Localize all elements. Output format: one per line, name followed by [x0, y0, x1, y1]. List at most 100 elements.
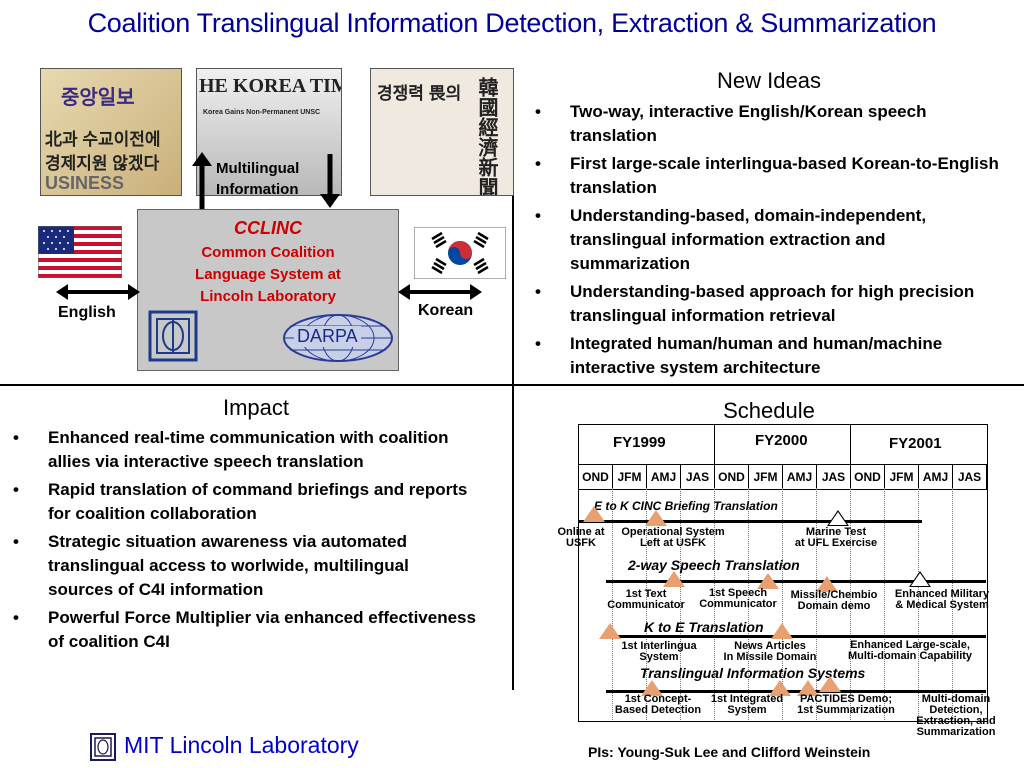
quarter-gridline [816, 488, 817, 720]
milestone-label: PACTIDES Demo;1st Summarization [797, 693, 895, 716]
footer-pis: PIs: Young-Suk Lee and Clifford Weinstei… [588, 744, 871, 760]
track-bar [606, 635, 986, 638]
impact-list: Enhanced real-time communication with co… [8, 426, 478, 658]
horizontal-divider-right [514, 384, 1024, 386]
quarter-gridline [850, 488, 851, 720]
newspaper-headline: USINESS [45, 173, 125, 193]
quarter-cell: JAS [952, 464, 987, 490]
quarter-gridline [952, 488, 953, 720]
quarter-cell: AMJ [782, 464, 817, 490]
milestone-label: 1st Concept-Based Detection [614, 693, 702, 716]
newspaper-photo-1: 중앙일보 北과 수교이전에 경제지원 않겠다 USINESS [40, 68, 182, 196]
milestone-marker [757, 573, 779, 589]
quarter-gridline [680, 488, 681, 720]
quarter-gridline [646, 488, 647, 720]
list-item: Strategic situation awareness via automa… [8, 530, 478, 602]
information-arrows [192, 152, 340, 210]
newspaper-headline: Korea Gains Non-Permanent UNSC [203, 109, 321, 116]
track-label: Translingual Information Systems [640, 665, 866, 681]
list-item: Integrated human/human and human/machine… [530, 332, 1010, 380]
schedule-chart [578, 424, 988, 722]
cclinc-name: CCLINC [234, 218, 302, 238]
impact-heading: Impact [222, 395, 290, 420]
quarter-gridline [612, 488, 613, 720]
milestone-marker [819, 676, 841, 692]
us-flag-icon [38, 226, 122, 278]
milestone-marker [797, 680, 819, 696]
track-bar [578, 520, 922, 523]
track-label: E to K CINC Briefing Translation [594, 499, 778, 513]
newspaper-headline: 北과 수교이전에 [45, 130, 161, 149]
track-label: K to E Translation [644, 619, 764, 635]
newspaper-headline: 경제지원 않겠다 [45, 154, 160, 173]
list-item: Understanding-based approach for high pr… [530, 280, 1010, 328]
milestone-marker [909, 571, 931, 587]
newspaper-photo-3: 경쟁력 畏의 韓國經濟新聞 [370, 68, 514, 196]
list-item: Two-way, interactive English/Korean spee… [530, 100, 1010, 148]
quarter-cell: AMJ [918, 464, 953, 490]
track-label: 2-way Speech Translation [628, 557, 800, 573]
list-item: Enhanced real-time communication with co… [8, 426, 478, 474]
list-item: Powerful Force Multiplier via enhanced e… [8, 606, 478, 654]
quarter-gridline [782, 488, 783, 720]
english-label: English [58, 304, 116, 321]
lincoln-lab-logo-icon [90, 733, 116, 761]
multilingual-label: Multilingual [216, 160, 300, 177]
milestone-marker [599, 623, 621, 639]
korean-label: Korean [418, 302, 474, 319]
quarter-cell: OND [850, 464, 885, 490]
milestone-marker [827, 510, 849, 526]
cclinc-line: Common Coalition [201, 244, 335, 261]
track-bar [606, 580, 986, 583]
milestone-marker [663, 571, 685, 587]
quarter-cell: AMJ [646, 464, 681, 490]
fy-divider [714, 424, 715, 464]
horizontal-divider-left [0, 384, 512, 386]
list-item: Rapid translation of command briefings a… [8, 478, 478, 526]
list-item: First large-scale interlingua-based Kore… [530, 152, 1010, 200]
milestone-marker [816, 576, 838, 592]
quarter-gridline [714, 488, 715, 720]
quarter-cell: JFM [884, 464, 919, 490]
page-title: Coalition Translingual Information Detec… [87, 8, 937, 38]
milestone-label: Enhanced Large-scale,Multi-domain Capabi… [847, 639, 973, 662]
milestone-marker [769, 680, 791, 696]
fy-divider [850, 424, 851, 464]
newspaper-headline: 韓國經濟新聞 [475, 77, 497, 196]
footer-lab-name: MIT Lincoln Laboratory [124, 732, 359, 758]
fy-label: FY2001 [889, 435, 942, 452]
list-item: Understanding-based, domain-independent,… [530, 204, 1010, 276]
quarter-cell: JFM [748, 464, 783, 490]
milestone-label: Enhanced Military& Medical System [894, 588, 990, 611]
quarter-gridline [748, 488, 749, 720]
quarter-cell: JFM [612, 464, 647, 490]
newspaper-title: HE KOREA TIMES [199, 75, 341, 97]
quarter-cell: JAS [680, 464, 715, 490]
quarter-gridline [918, 488, 919, 720]
newspaper-photo-2: HE KOREA TIMES Korea Gains Non-Permanent… [196, 68, 342, 196]
fy-label: FY1999 [613, 434, 666, 451]
track-bar [606, 690, 986, 693]
lincoln-lab-logo-icon [148, 310, 198, 362]
new-ideas-heading: New Ideas [717, 68, 821, 93]
milestone-marker [641, 680, 663, 696]
fy-label: FY2000 [755, 432, 808, 449]
cclinc-line: Lincoln Laboratory [200, 288, 336, 305]
quarter-cell: OND [714, 464, 749, 490]
milestone-marker [645, 510, 667, 526]
quarter-gridline [884, 488, 885, 720]
milestone-marker [771, 623, 793, 639]
information-label: Information [216, 181, 299, 198]
korean-arrow-icon [398, 284, 482, 300]
milestone-marker [583, 506, 605, 522]
schedule-heading: Schedule [723, 398, 815, 423]
quarter-cell: JAS [816, 464, 851, 490]
